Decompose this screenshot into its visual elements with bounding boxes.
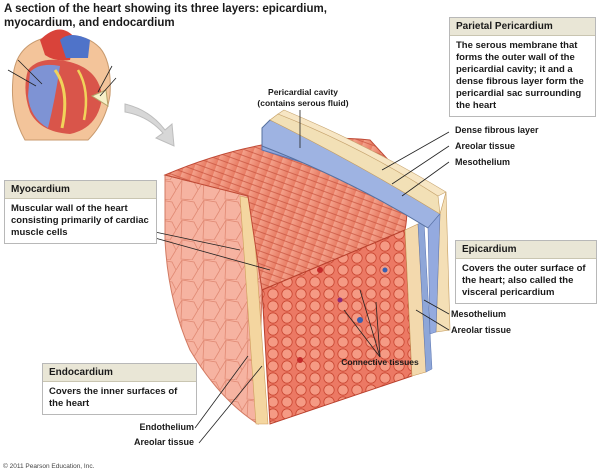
epicardium-label-areolar: Areolar tissue [451, 325, 512, 335]
myocardium-heading: Myocardium [5, 181, 156, 199]
magnify-arrow-icon [124, 103, 175, 147]
copyright-notice: © 2011 Pearson Education, Inc. [3, 463, 95, 470]
myocardium-box: Myocardium Muscular wall of the heart co… [4, 180, 157, 244]
connective-tissues-label: Connective tissues [341, 357, 419, 367]
parietal-pericardium-box: Parietal Pericardium The serous membrane… [449, 17, 596, 117]
heart-thumbnail [7, 29, 117, 141]
epicardium-heading: Epicardium [456, 241, 596, 259]
parietal-label-mesothelium: Mesothelium [455, 157, 511, 167]
endocardium-box: Endocardium Covers the inner surfaces of… [42, 363, 197, 415]
heart-wall-section [163, 109, 451, 425]
epicardium-label-mesothelium: Mesothelium [451, 309, 507, 319]
figure-title: A section of the heart showing its three… [4, 3, 327, 29]
parietal-label-dense-fibrous: Dense fibrous layer [455, 125, 539, 135]
endocardium-label-areolar: Areolar tissue [92, 437, 194, 447]
endocardium-heading: Endocardium [43, 364, 196, 382]
leader-lines [154, 110, 450, 444]
epicardium-description: Covers the outer surface of the heart; a… [462, 263, 586, 298]
endocardium-description: Covers the inner surfaces of the heart [49, 386, 178, 409]
parietal-pericardium-heading: Parietal Pericardium [450, 18, 595, 36]
pericardial-cavity-label: Pericardial cavity (contains serous flui… [257, 87, 349, 108]
parietal-label-areolar: Areolar tissue [455, 141, 516, 151]
parietal-pericardium-description: The serous membrane that forms the outer… [456, 40, 584, 111]
myocardium-description: Muscular wall of the heart consisting pr… [11, 203, 149, 238]
endocardium-label-endothelium: Endothelium [92, 422, 194, 432]
epicardium-box: Epicardium Covers the outer surface of t… [455, 240, 597, 304]
